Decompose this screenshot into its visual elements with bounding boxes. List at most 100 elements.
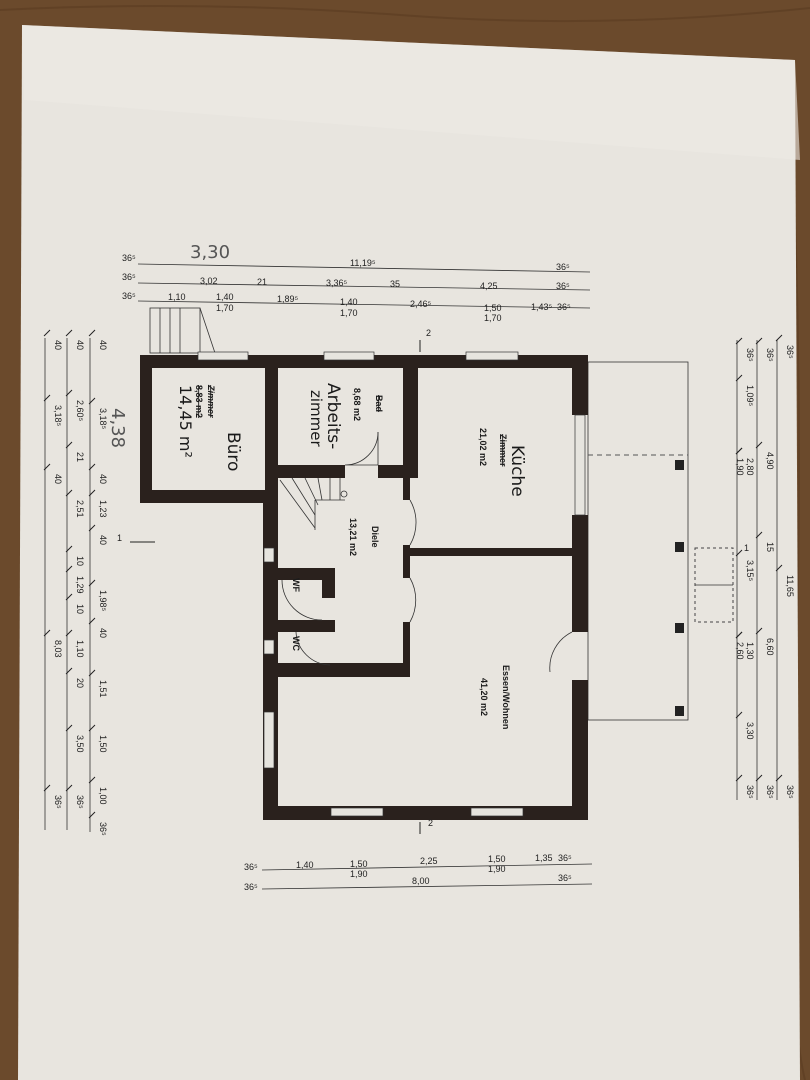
dim-label: 20 bbox=[75, 678, 85, 688]
dim-tick bbox=[755, 337, 763, 345]
dim-label: 40 bbox=[98, 474, 108, 484]
dim-tick bbox=[65, 565, 73, 573]
dim-tick bbox=[735, 774, 743, 782]
room-handwritten-name-2: zimmer bbox=[307, 390, 325, 447]
room-printed-label: Zimmer bbox=[206, 384, 216, 418]
dim-tick bbox=[88, 617, 96, 625]
dim-tick bbox=[735, 711, 743, 719]
window bbox=[323, 351, 375, 361]
dim-tick bbox=[43, 329, 51, 337]
dim-tick bbox=[65, 593, 73, 601]
room-label: Essen/Wohnen bbox=[501, 665, 511, 729]
section-marker-right: 1 bbox=[744, 543, 749, 553]
dim-label: 36⁵ bbox=[745, 348, 755, 362]
entrance-stairs bbox=[149, 307, 216, 354]
dim-label: 2,60 bbox=[735, 642, 745, 660]
room-area: 41,20 m2 bbox=[479, 678, 489, 716]
dim-label: 36⁵ bbox=[556, 281, 570, 291]
dim-tick bbox=[775, 334, 783, 342]
doors bbox=[281, 431, 573, 673]
section-marker-bottom: 2 bbox=[428, 818, 433, 828]
dim-tick bbox=[735, 447, 743, 455]
dim-tick bbox=[775, 564, 783, 572]
dim-tick bbox=[88, 397, 96, 405]
dim-tick bbox=[65, 489, 73, 497]
dim-label: 1,90 bbox=[488, 864, 506, 874]
dim-tick bbox=[65, 784, 73, 792]
dim-label: 3,18⁵ bbox=[53, 405, 63, 427]
dim-label: 36⁵ bbox=[122, 291, 136, 301]
dim-tick bbox=[65, 545, 73, 553]
dim-label: 40 bbox=[53, 474, 63, 484]
dim-tick bbox=[735, 337, 743, 345]
room-area: 13,21 m2 bbox=[348, 518, 358, 556]
left-dimensions: 403,18⁵401,23401,98⁵401,511,501,0036⁵402… bbox=[43, 329, 108, 836]
dim-tick bbox=[88, 776, 96, 784]
handwritten-width-note: 3,30 bbox=[190, 242, 230, 263]
dim-label: 2,60⁵ bbox=[75, 400, 85, 422]
dim-tick bbox=[755, 441, 763, 449]
dim-label: 36⁵ bbox=[558, 873, 572, 883]
dim-label: 1,40 bbox=[340, 297, 358, 307]
windows bbox=[197, 351, 586, 817]
dim-label: 6,60 bbox=[765, 638, 775, 656]
dim-label: 1,35 bbox=[535, 853, 553, 863]
dim-label: 36⁵ bbox=[785, 345, 795, 359]
dim-label: 1,29 bbox=[75, 576, 85, 594]
room-handwritten-name-1: Arbeits- bbox=[323, 383, 343, 449]
dim-label: 35 bbox=[390, 279, 400, 289]
dim-label: 1,10 bbox=[75, 640, 85, 658]
dim-tick bbox=[735, 631, 743, 639]
dim-label: 10 bbox=[75, 556, 85, 566]
dim-label: 4,90 bbox=[765, 452, 775, 470]
section-markers: 2 2 1 1 bbox=[117, 328, 749, 834]
dim-tick bbox=[88, 579, 96, 587]
dim-tick bbox=[88, 669, 96, 677]
dim-label: 2,80 bbox=[745, 458, 755, 476]
dim-label: 1,50 bbox=[350, 859, 368, 869]
dim-label: 8,00 bbox=[412, 876, 430, 886]
dim-label: 40 bbox=[98, 628, 108, 638]
dim-label: 1,70 bbox=[484, 313, 502, 323]
dim-label: 36⁵ bbox=[556, 262, 570, 272]
bottom-dimensions: 36⁵ 1,40 1,50 1,90 2,25 1,50 1,90 1,35 3… bbox=[244, 853, 593, 892]
dim-label: 36⁵ bbox=[785, 785, 795, 799]
dim-tick bbox=[755, 627, 763, 635]
room-printed-label: Bad bbox=[374, 395, 384, 412]
dim-label: 15 bbox=[765, 542, 775, 552]
paper-highlight bbox=[22, 25, 800, 160]
dim-tick bbox=[43, 394, 51, 402]
room-printed-label: Zimmer bbox=[498, 434, 508, 467]
dim-label: 1,70 bbox=[216, 303, 234, 313]
dim-label: 36⁵ bbox=[122, 253, 136, 263]
dim-label: 1,09⁵ bbox=[745, 385, 755, 407]
dim-label: 3,50 bbox=[75, 735, 85, 753]
dim-tick bbox=[88, 329, 96, 337]
dim-label: 1,40 bbox=[216, 292, 234, 302]
dim-label: 1,70 bbox=[340, 308, 358, 318]
dim-label: 3,30 bbox=[745, 722, 755, 740]
section-marker-top: 2 bbox=[426, 328, 431, 338]
dim-label: 21 bbox=[75, 452, 85, 462]
window bbox=[263, 639, 275, 655]
dim-tick bbox=[43, 784, 51, 792]
dim-label: 36⁵ bbox=[53, 795, 63, 809]
room-handwritten-area: 14,45 m² bbox=[176, 385, 195, 458]
dim-label: 3,36⁵ bbox=[326, 278, 348, 288]
dim-label: 36⁵ bbox=[765, 348, 775, 362]
handwritten-height-note: 4,38 bbox=[107, 408, 128, 448]
dim-label: 1,40 bbox=[296, 860, 314, 870]
window bbox=[574, 414, 586, 516]
dim-label: 1,50 bbox=[98, 735, 108, 753]
dim-tick bbox=[88, 724, 96, 732]
dim-label: 2,51 bbox=[75, 500, 85, 518]
dim-label: 8,03 bbox=[53, 640, 63, 658]
dim-tick bbox=[88, 489, 96, 497]
dim-tick bbox=[65, 667, 73, 675]
dim-tick bbox=[43, 463, 51, 471]
room-handwritten-name: Küche bbox=[507, 445, 527, 497]
dim-label: 4,25 bbox=[480, 281, 498, 291]
dim-label: 1,50 bbox=[488, 854, 506, 864]
dim-tick bbox=[735, 374, 743, 382]
